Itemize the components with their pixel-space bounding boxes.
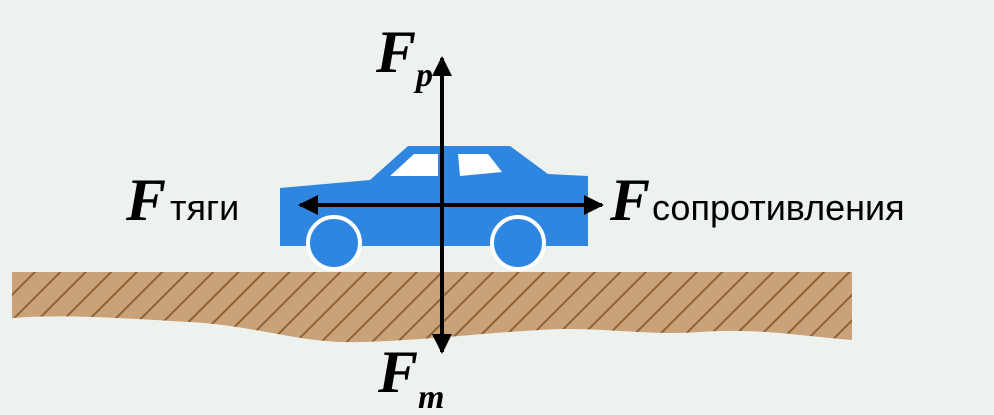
label-f-up: Fp	[375, 19, 433, 94]
car-window-front	[390, 154, 438, 176]
ground	[12, 272, 852, 343]
car-wheel-rear	[490, 215, 546, 271]
car-window-rear	[458, 154, 502, 176]
label-f-down: Fт	[377, 339, 444, 415]
label-f-right: Fсопротивления	[609, 167, 905, 233]
car-icon	[280, 146, 588, 271]
car-wheel-front	[306, 215, 362, 271]
